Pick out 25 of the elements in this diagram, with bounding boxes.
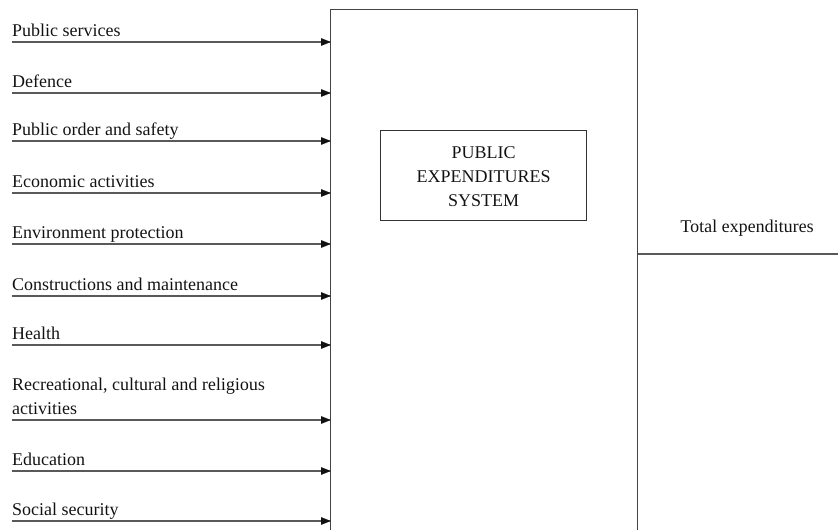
input-label: Social security (12, 498, 120, 521)
system-boundary-box (330, 9, 638, 530)
arrow (12, 189, 331, 197)
arrow (12, 137, 331, 145)
arrow (12, 341, 331, 349)
input-label: Defence (12, 70, 73, 93)
input-label: Constructions and maintenance (12, 273, 239, 296)
input-label: Public order and safety (12, 118, 180, 141)
input-label: Economic activities (12, 170, 156, 193)
output-label: Total expenditures (680, 215, 814, 238)
input-label: Recreational, cultural and religious activities (12, 373, 266, 420)
system-box (380, 130, 587, 221)
arrow (12, 517, 331, 525)
system-label: PUBLIC EXPENDITURES SYSTEM (416, 140, 552, 212)
input-label: Education (12, 448, 86, 471)
arrow (12, 416, 331, 424)
arrow (12, 292, 331, 300)
input-label: Health (12, 322, 61, 345)
arrow (12, 467, 331, 475)
input-label: Public services (12, 19, 122, 42)
connector-line (638, 253, 838, 255)
arrow (12, 240, 331, 248)
input-label: Environment protection (12, 221, 184, 244)
arrow (12, 89, 331, 97)
arrow (12, 38, 331, 46)
